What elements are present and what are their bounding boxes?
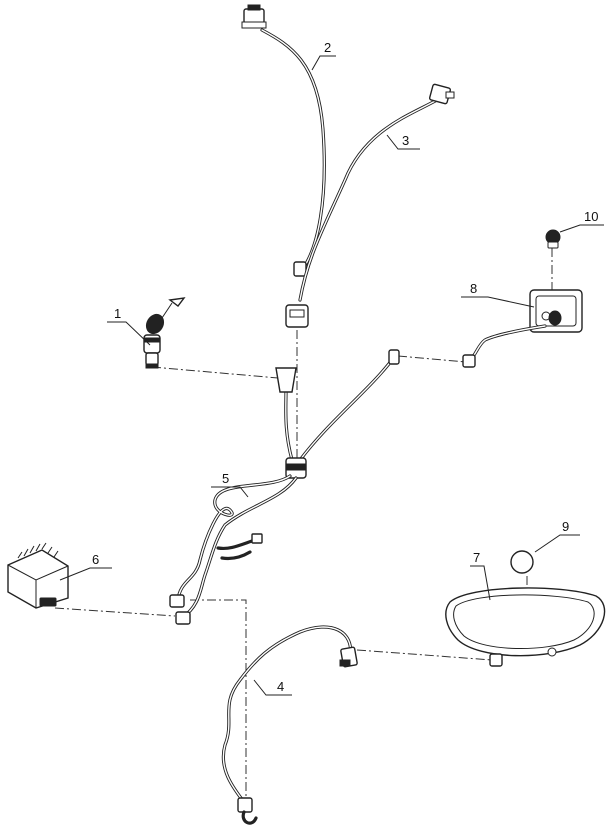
headlight-bulb-9 xyxy=(510,550,534,574)
callout-7: 7 xyxy=(473,550,480,565)
tail-light-8 xyxy=(462,289,583,368)
callout-labels: 1 2 3 4 5 6 7 8 9 10 xyxy=(92,40,598,694)
connector-top xyxy=(243,8,265,24)
wire-harness-4 xyxy=(221,625,358,825)
callout-2: 2 xyxy=(324,40,331,55)
callout-leaders xyxy=(59,55,604,696)
assembly-line-headlight xyxy=(356,649,493,661)
ignition-plug xyxy=(275,367,297,393)
wire-harness-2 xyxy=(241,4,326,277)
assembly-line-lower xyxy=(190,599,247,800)
callout-1: 1 xyxy=(114,306,121,321)
main-wire-harness-5 xyxy=(169,349,400,625)
tail-light-bulb-10 xyxy=(545,229,561,249)
harness-connector-upper xyxy=(169,594,185,608)
assembly-line-tail-connector xyxy=(397,355,467,363)
callout-4: 4 xyxy=(277,679,284,694)
callout-3: 3 xyxy=(402,133,409,148)
harness-connector-lower xyxy=(175,611,191,625)
assembly-line-ignition xyxy=(151,366,279,379)
connector-lower xyxy=(293,261,307,277)
assembly-lines xyxy=(54,248,553,800)
callout-8: 8 xyxy=(470,281,477,296)
callout-5: 5 xyxy=(222,471,229,486)
headlight-7 xyxy=(445,587,606,667)
regulator-rectifier-6 xyxy=(7,542,69,609)
assembly-line-regulator xyxy=(54,607,176,617)
callout-6: 6 xyxy=(92,552,99,567)
callout-9: 9 xyxy=(562,519,569,534)
wire-harness-3 xyxy=(285,83,455,328)
callout-10: 10 xyxy=(584,209,598,224)
ignition-switch-1 xyxy=(143,297,186,369)
